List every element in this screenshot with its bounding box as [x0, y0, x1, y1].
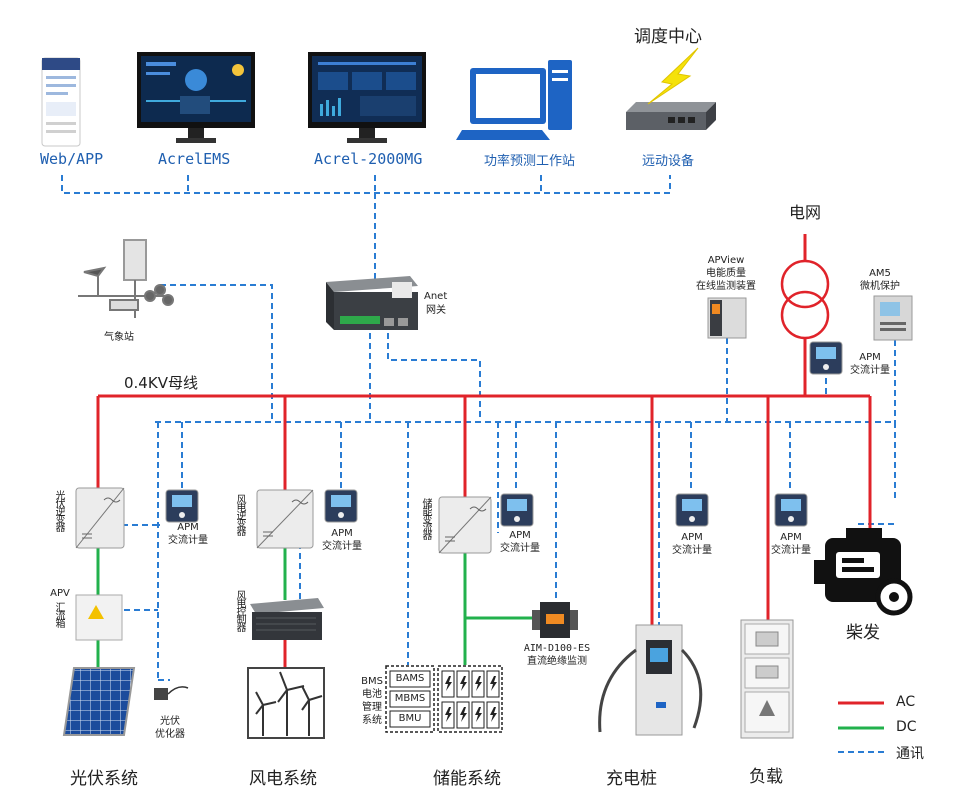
load-cabinet-icon — [740, 619, 794, 739]
solar-panel-icon — [62, 667, 136, 736]
wind-inverter-icon — [256, 489, 314, 549]
charging-apm-label-line1: APM — [681, 532, 703, 543]
comm-lines — [61, 175, 896, 681]
wind-apm-label-line1: APM — [331, 528, 353, 539]
charging-system-label: 充电桩 — [606, 769, 657, 789]
aim-label-line2: 直流绝缘监测 — [527, 656, 587, 667]
storage-apm-label-line2: 交流计量 — [500, 543, 540, 554]
apview-label-line2: 电能质量 — [706, 268, 746, 279]
mbms-label: MBMS — [394, 693, 426, 704]
weather-station-label: 气象站 — [104, 332, 134, 343]
wind-controller-label: 风电控制器 — [234, 590, 245, 630]
charging-pile-icon — [598, 624, 703, 736]
pv-apm-label-line1: APM — [177, 522, 199, 533]
storage-converter-icon — [438, 496, 492, 554]
computer-icon — [456, 60, 572, 140]
web-app-label: Web/APP — [40, 150, 104, 168]
apm-meter-icon — [809, 341, 843, 375]
apm-meter-icon — [675, 493, 709, 527]
phone-icon — [41, 57, 81, 147]
combiner-box-icon — [75, 594, 123, 641]
apview-label-line1: APView — [707, 255, 745, 266]
grid-label: 电网 — [789, 203, 822, 222]
apm-meter-icon — [774, 493, 808, 527]
bams-label: BAMS — [395, 673, 425, 684]
dc-lines — [96, 548, 540, 668]
transformer-icon — [780, 259, 830, 340]
grid-apm-label-line1: APM — [859, 352, 881, 363]
wind-apm-label-line2: 交流计量 — [322, 541, 362, 552]
acrel-ems-label: AcrelEMS — [158, 150, 231, 168]
gateway-label-line1: Anet — [424, 291, 448, 302]
monitor-icon — [137, 52, 255, 143]
weather-station-icon — [78, 239, 174, 318]
lightning-icon — [647, 47, 699, 105]
bus-label: 0.4KV母线 — [124, 374, 198, 392]
insulation-monitor-icon — [532, 602, 578, 638]
apm-meter-icon — [500, 493, 534, 527]
load-apm-label-line1: APM — [780, 532, 802, 543]
aim-label-line1: AIM-D100-ES — [523, 643, 591, 654]
pv-optimizer-icon — [154, 686, 189, 700]
wind-system-label: 风电系统 — [249, 769, 317, 789]
bms-label-line2: 电池 — [362, 689, 382, 700]
battery-rack-icon — [437, 665, 503, 733]
diesel-label: 柴发 — [846, 623, 880, 643]
grid-apm-label-line2: 交流计量 — [850, 365, 890, 376]
apview-label-line3: 在线监测装置 — [696, 281, 756, 292]
forecast-station-label: 功率预测工作站 — [484, 154, 576, 169]
pv-system-label: 光伏系统 — [70, 769, 138, 789]
combiner-label-line1: APV — [50, 588, 70, 599]
bms-label-line3: 管理 — [362, 702, 382, 713]
diesel-generator-icon — [814, 528, 913, 616]
load-system-label: 负载 — [749, 767, 783, 787]
wind-turbine-icon — [247, 667, 325, 739]
telecontrol-label: 远动设备 — [642, 154, 695, 169]
acrel-2000mg-label: Acrel-2000MG — [314, 150, 423, 168]
telecontrol-device-icon — [626, 102, 716, 130]
gateway-icon — [326, 276, 418, 330]
pv-apm-label-line2: 交流计量 — [168, 535, 208, 546]
apm-meter-icon — [165, 489, 199, 523]
bms-label-line4: 系统 — [362, 715, 382, 726]
pv-inverter-icon — [75, 487, 125, 549]
gateway-label-line2: 网关 — [426, 305, 446, 316]
am5-label-line2: 微机保护 — [860, 281, 900, 292]
pv-inverter-label: 光伏逆变器 — [53, 490, 64, 530]
power-quality-monitor-icon — [707, 297, 747, 339]
charging-apm-label-line2: 交流计量 — [672, 545, 712, 556]
bmu-label: BMU — [398, 713, 422, 724]
combiner-label-line2: 汇流箱 — [53, 602, 64, 626]
legend-comm-label: 通讯 — [896, 746, 924, 762]
bms-frame — [385, 665, 435, 733]
legend-dc-label: DC — [896, 719, 917, 735]
ac-lines — [96, 234, 872, 668]
optimizer-label-line1: 光伏 — [160, 716, 180, 727]
storage-converter-label: 储能变流器 — [420, 498, 431, 538]
storage-system-label: 储能系统 — [433, 769, 501, 789]
wind-inverter-label: 风电逆变器 — [234, 494, 245, 534]
optimizer-label-line2: 优化器 — [155, 729, 185, 740]
monitor-icon — [308, 52, 426, 143]
bms-label-line1: BMS — [361, 676, 383, 687]
protection-relay-icon — [873, 295, 913, 341]
wind-controller-icon — [250, 598, 324, 640]
legend-swatches — [838, 701, 884, 753]
legend-ac-label: AC — [896, 694, 916, 710]
dispatch-center-label: 调度中心 — [634, 27, 702, 47]
apm-meter-icon — [324, 489, 358, 523]
am5-label-line1: AM5 — [869, 268, 891, 279]
load-apm-label-line2: 交流计量 — [771, 545, 811, 556]
storage-apm-label-line1: APM — [509, 530, 531, 541]
